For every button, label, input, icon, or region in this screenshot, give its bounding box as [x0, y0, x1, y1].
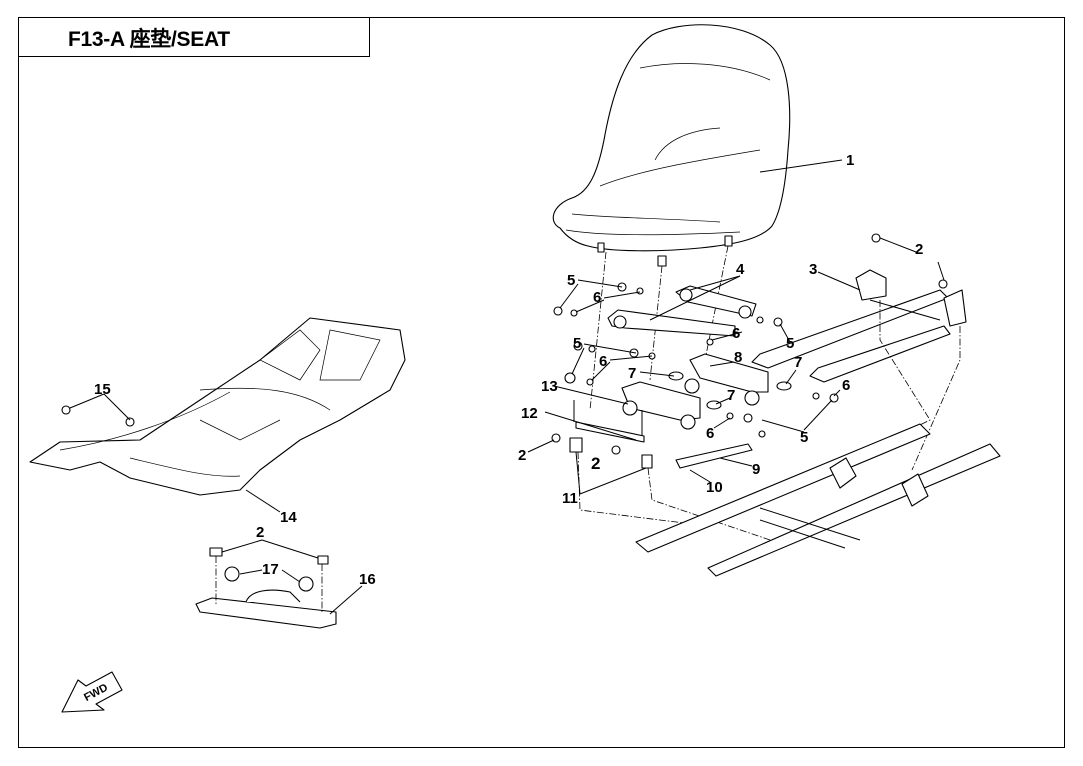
callout-6: 6	[842, 377, 850, 394]
callout-10: 10	[706, 479, 723, 496]
callout-13: 13	[541, 378, 558, 395]
callout-4: 4	[736, 261, 745, 278]
fasteners	[551, 233, 948, 455]
underseat-tray	[29, 317, 406, 496]
callout-9: 9	[752, 461, 760, 478]
callout-6: 6	[599, 353, 607, 370]
callout-15: 15	[94, 381, 111, 398]
callout-2: 2	[591, 454, 600, 473]
seat-frame-rails	[751, 269, 967, 383]
seat-bracket-upper	[607, 285, 757, 337]
callout-5: 5	[567, 272, 575, 289]
callout-12: 12	[521, 405, 538, 422]
diagram-frame	[18, 17, 1065, 748]
diagram-title: F13-A 座垫/SEAT	[68, 28, 230, 51]
callout-1: 1	[846, 152, 854, 169]
callout-5: 5	[573, 335, 581, 352]
callout-11: 11	[562, 490, 578, 507]
fwd-arrow-icon: FWD	[61, 671, 123, 713]
callout-6: 6	[593, 289, 601, 306]
callout-14: 14	[280, 509, 297, 526]
grommet-bracket	[195, 547, 337, 629]
callout-17: 17	[262, 561, 279, 578]
callout-3: 3	[809, 261, 817, 278]
callout-6: 6	[732, 325, 740, 342]
callout-2: 2	[256, 524, 264, 541]
callout-7: 7	[628, 365, 636, 382]
callout-16: 16	[359, 571, 376, 588]
callout-5: 5	[786, 335, 794, 352]
leader-lines	[69, 159, 945, 615]
seat-cushion	[552, 24, 791, 267]
callout-2: 2	[518, 447, 526, 464]
callout-2: 2	[915, 241, 923, 258]
seat-bracket-lower	[569, 353, 769, 469]
vehicle-chassis	[635, 423, 1001, 577]
callout-labels: 1 2 3 4 5 6 6 5 5 6 8 7 7 6 7 13 12 6 5 …	[94, 152, 923, 588]
callout-7: 7	[794, 354, 802, 371]
callout-6: 6	[706, 425, 714, 442]
title-box: F13-A 座垫/SEAT	[18, 17, 370, 57]
callout-7: 7	[727, 387, 735, 404]
callout-5: 5	[800, 429, 808, 446]
callout-8: 8	[734, 349, 742, 366]
